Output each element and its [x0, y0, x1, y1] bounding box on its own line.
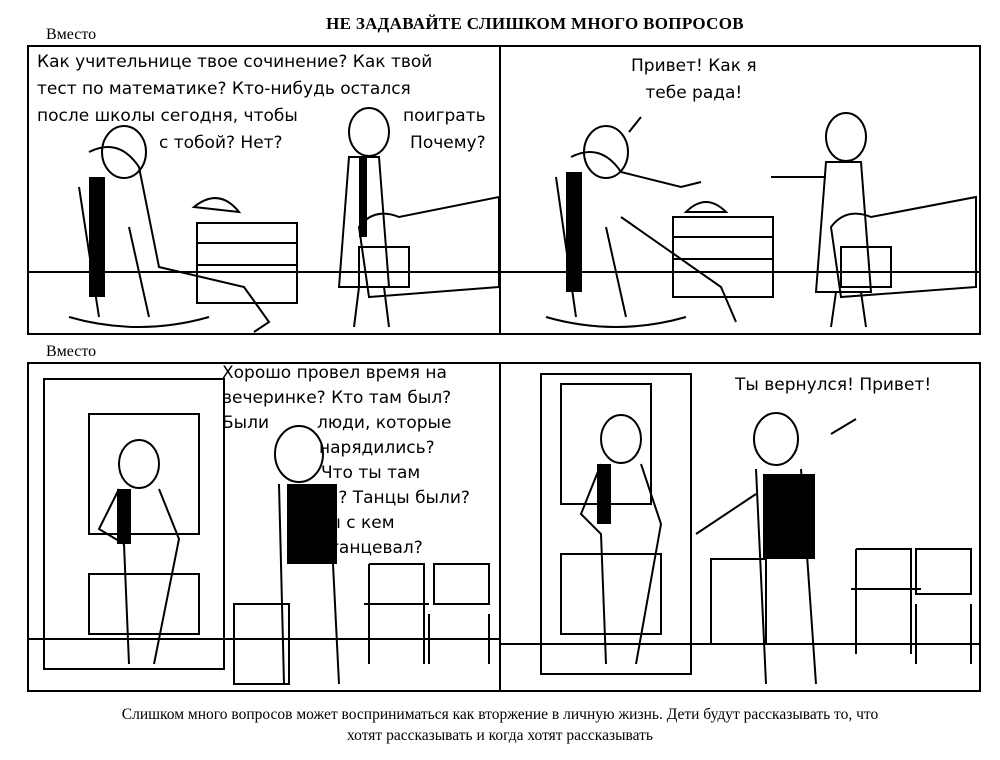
- comic-panel-mother-questions-school: Как учительнице твое сочинение? Как твой…: [27, 45, 501, 335]
- illustration-parent-greeting-teen: [501, 373, 979, 685]
- illustration-parent-and-teen-at-door: [29, 378, 499, 685]
- speech-line: Привет! Как я: [631, 56, 757, 76]
- speech-line: Были: [222, 413, 269, 433]
- caption: Слишком много вопросов может воспринимат…: [0, 704, 1000, 746]
- caption-line: хотят рассказывать и когда хотят рассказ…: [347, 727, 653, 744]
- speech-line: Как учительнице твое сочинение? Как твой: [37, 52, 433, 72]
- speech-line: люди, которые: [317, 413, 452, 433]
- speech-line: вечеринке? Кто там был?: [222, 388, 452, 408]
- speech-line: ел? Танцы были?: [317, 488, 470, 508]
- caption-line: Слишком много вопросов может воспринимат…: [121, 706, 879, 723]
- comic-panel-mother-greets: Привет! Как я тебе рада!: [499, 45, 981, 335]
- row-label-instead: Вместо: [46, 343, 97, 360]
- comic-panel-parent-greets-teen: Ты вернулся! Привет!: [499, 362, 981, 692]
- speech-line: Хорошо провел время на: [222, 363, 447, 383]
- illustration-mother-greeting-child: [501, 112, 979, 328]
- speech-line: нарядились?: [319, 438, 435, 458]
- speech-line: с тобой? Нет?: [159, 133, 283, 153]
- speech-text: Ты вернулся! Привет!: [735, 372, 931, 399]
- comic-panel-parent-questions-party: Хорошо провел время на вечеринке? Кто та…: [27, 362, 501, 692]
- speech-line: после школы сегодня, чтобы: [37, 106, 298, 126]
- page-title: НЕ ЗАДАВАЙТЕ СЛИШКОМ МНОГО ВОПРОСОВ: [326, 14, 744, 33]
- speech-line: поиграть: [403, 106, 486, 126]
- row-label-instead: Вместо: [46, 26, 97, 43]
- speech-line: Ты с кем: [317, 513, 395, 533]
- speech-text-right: люди, которые нарядились? Что ты там ел?…: [317, 411, 470, 561]
- speech-line: Ты вернулся! Привет!: [735, 375, 932, 395]
- speech-line: тест по математике? Кто-нибудь остался: [37, 79, 411, 99]
- speech-text: Привет! Как я тебе рада!: [631, 53, 757, 107]
- speech-text: Хорошо провел время на вечеринке? Кто та…: [222, 363, 452, 436]
- speech-text: Как учительнице твое сочинение? Как твой…: [37, 49, 432, 157]
- speech-line: Что ты там: [321, 463, 421, 483]
- speech-line: Почему?: [410, 133, 486, 153]
- speech-text-right: поиграть Почему?: [403, 103, 486, 157]
- illustration-mother-rocking-chair-child: [29, 107, 499, 333]
- speech-line: танцевал?: [329, 538, 423, 558]
- speech-line: тебе рада!: [645, 83, 743, 103]
